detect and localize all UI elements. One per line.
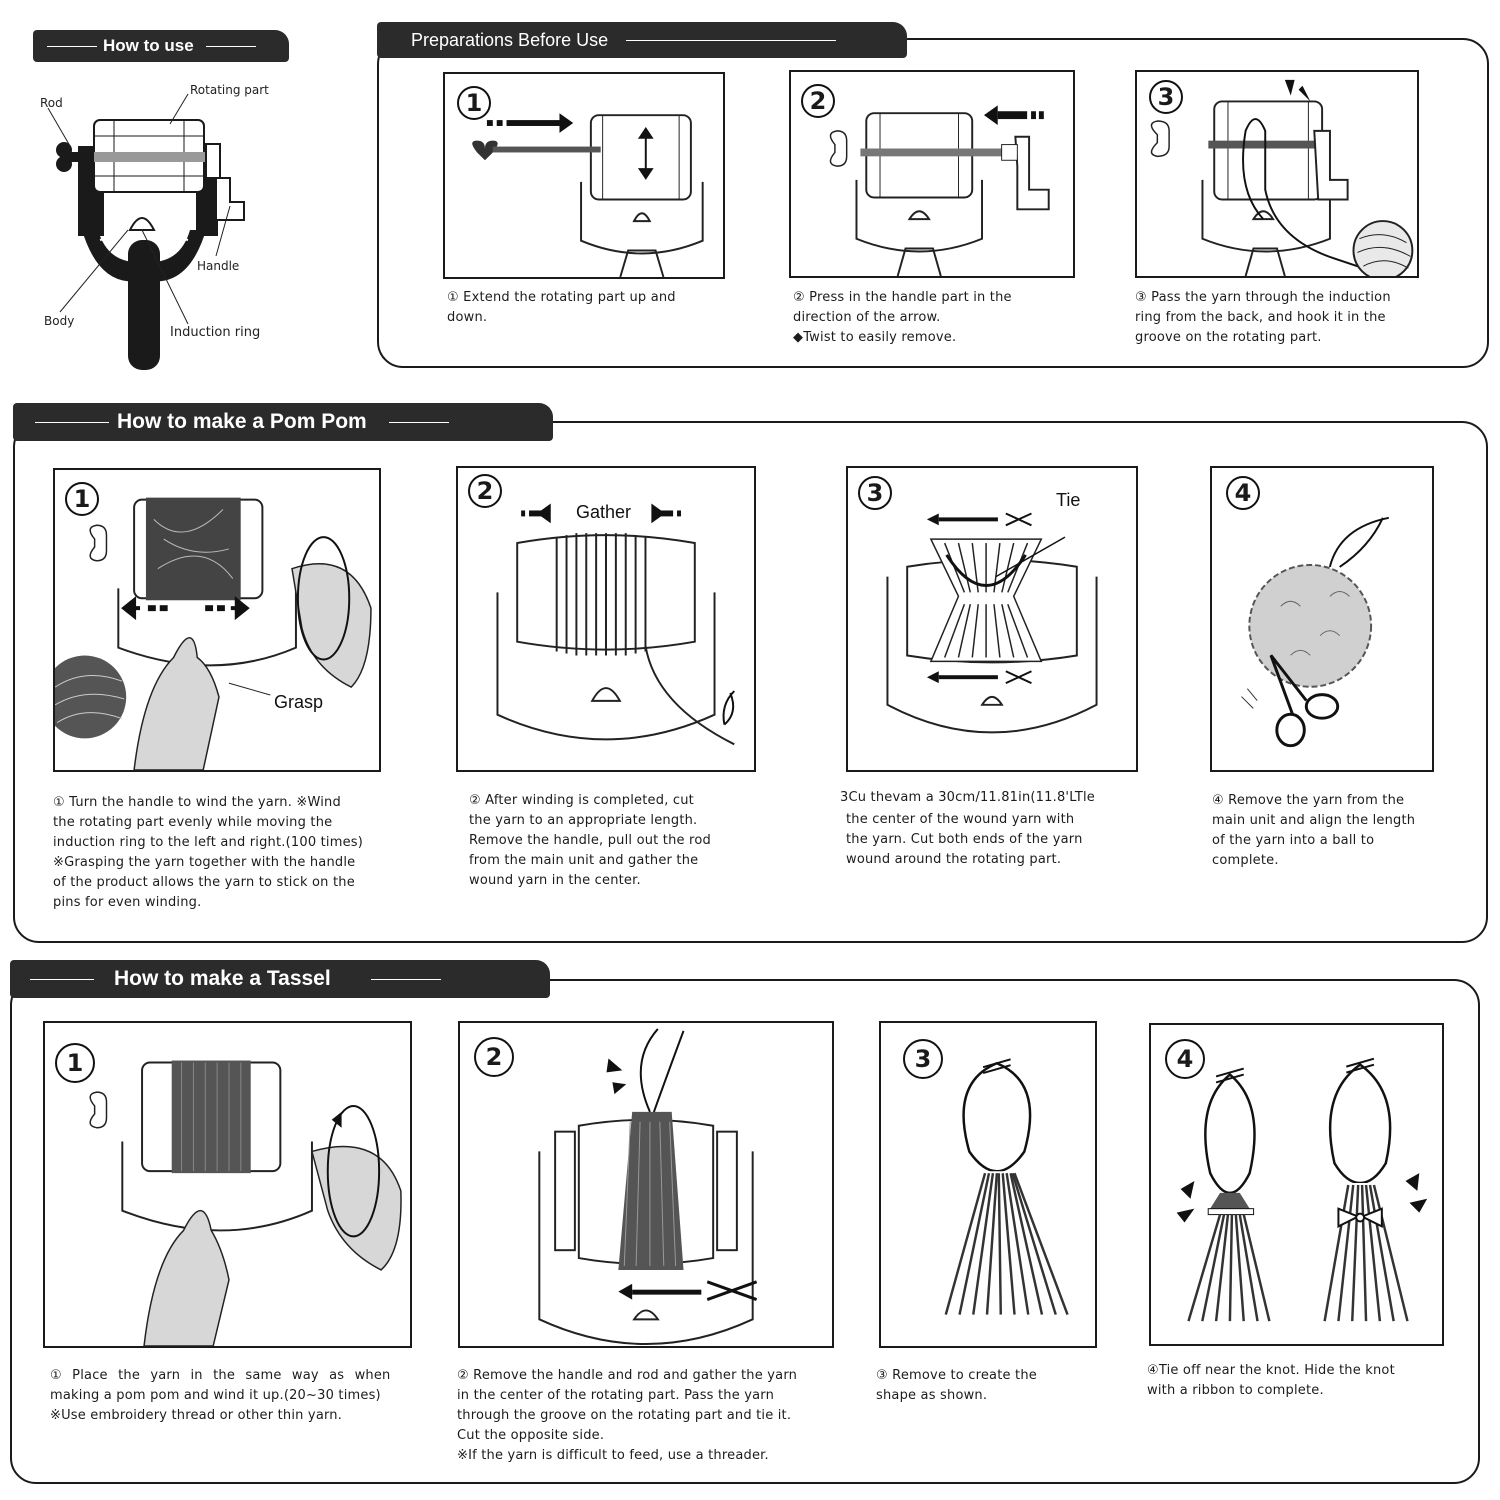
pompom-step-1-caption: ① Turn the handle to wind the yarn. ※Win… [53,795,364,910]
pompom-step-3-caption: 3Cu thevam a 30cm/11.81in(11.8'LTle the … [840,790,1096,867]
prep-step-1-panel: 1 [443,72,725,279]
tassel-title: How to make a Tassel [114,967,331,990]
tassel-step-4-panel: 4 [1149,1023,1444,1346]
label-body: Body [44,314,75,328]
pompom-step-2-illustration [496,503,735,746]
label-rotating-part: Rotating part [190,83,269,97]
grasp-label: Grasp [274,692,324,712]
prep-step-3-illustration [1150,79,1414,276]
prep-step-1-illustration [472,113,704,277]
pompom-step-3-illustration [886,512,1098,734]
pompom-step-1-panel: 1 Grasp [53,468,381,772]
pompom-title: How to make a Pom Pom [117,410,367,433]
tassel-step-3-panel: 3 [879,1021,1097,1348]
device-diagram [47,93,245,370]
prep-step-2-panel: 2 [789,70,1075,278]
tassel-step-1-caption: ① Place the yarn in the same way as when… [50,1368,391,1423]
tassel-step-2-number: 2 [474,1037,514,1077]
prep-step-1-caption: ① Extend the rotating part up and down. [447,290,676,325]
tassel-step-4-caption: ④Tie off near the knot. Hide the knot wi… [1147,1363,1395,1398]
how-to-use-title: How to use [103,36,194,55]
tassel-step-1-panel: 1 [43,1021,412,1348]
tassel-step-3-number: 3 [903,1039,943,1079]
tassel-step-3-caption: ③ Remove to create the shape as shown. [876,1368,1037,1403]
prep-step-3-panel: 3 [1135,70,1419,278]
label-handle: Handle [197,259,240,273]
pompom-step-3-panel: 3 Tie [846,466,1138,772]
tassel-frame [10,979,1480,1484]
prep-step-3-caption: ③ Pass the yarn through the induction ri… [1135,290,1391,345]
pompom-step-2-caption: ② After winding is completed, cut the ya… [469,793,711,888]
pompom-step-4-panel: 4 [1210,466,1434,772]
prep-step-2-illustration [829,105,1050,276]
tassel-step-4-number: 4 [1165,1039,1205,1079]
tassel-step-2-caption: ② Remove the handle and rod and gather t… [457,1368,798,1463]
tassel-step-1-illustration [89,1060,402,1346]
pompom-step-4-number: 4 [1226,476,1260,510]
tassel-step-3-illustration [939,1058,1074,1315]
how-to-use-header: How to use [33,30,289,62]
pompom-step-1-illustration [55,497,372,770]
preparations-title: Preparations Before Use [411,29,609,50]
pompom-step-4-illustration [1241,516,1389,748]
pompom-step-2-panel: 2 Gather [456,466,756,772]
prep-step-3-number: 3 [1149,80,1183,114]
tassel-step-1-number: 1 [55,1043,95,1083]
preparations-header: Preparations Before Use [377,22,907,58]
prep-step-1-number: 1 [457,86,491,120]
tie-label: Tie [1056,490,1081,510]
preparations-frame [377,38,1489,368]
prep-step-2-number: 2 [801,84,835,118]
pompom-step-4-caption: ④ Remove the yarn from the main unit and… [1212,793,1416,868]
tassel-step-4-illustration [1176,1057,1430,1322]
pompom-step-3-number: 3 [858,476,892,510]
tassel-step-2-panel: 2 [458,1021,834,1348]
gather-label: Gather [576,502,632,522]
label-induction-ring: Induction ring [170,325,261,340]
pompom-step-2-number: 2 [468,474,502,508]
pompom-frame [13,421,1488,943]
pompom-step-1-number: 1 [65,482,99,516]
label-rod: Rod [40,96,63,110]
pompom-header: How to make a Pom Pom [13,403,553,441]
tassel-header: How to make a Tassel [10,960,550,998]
prep-step-2-caption: ② Press in the handle part in the direct… [793,290,1012,345]
tassel-step-2-illustration [538,1028,758,1346]
